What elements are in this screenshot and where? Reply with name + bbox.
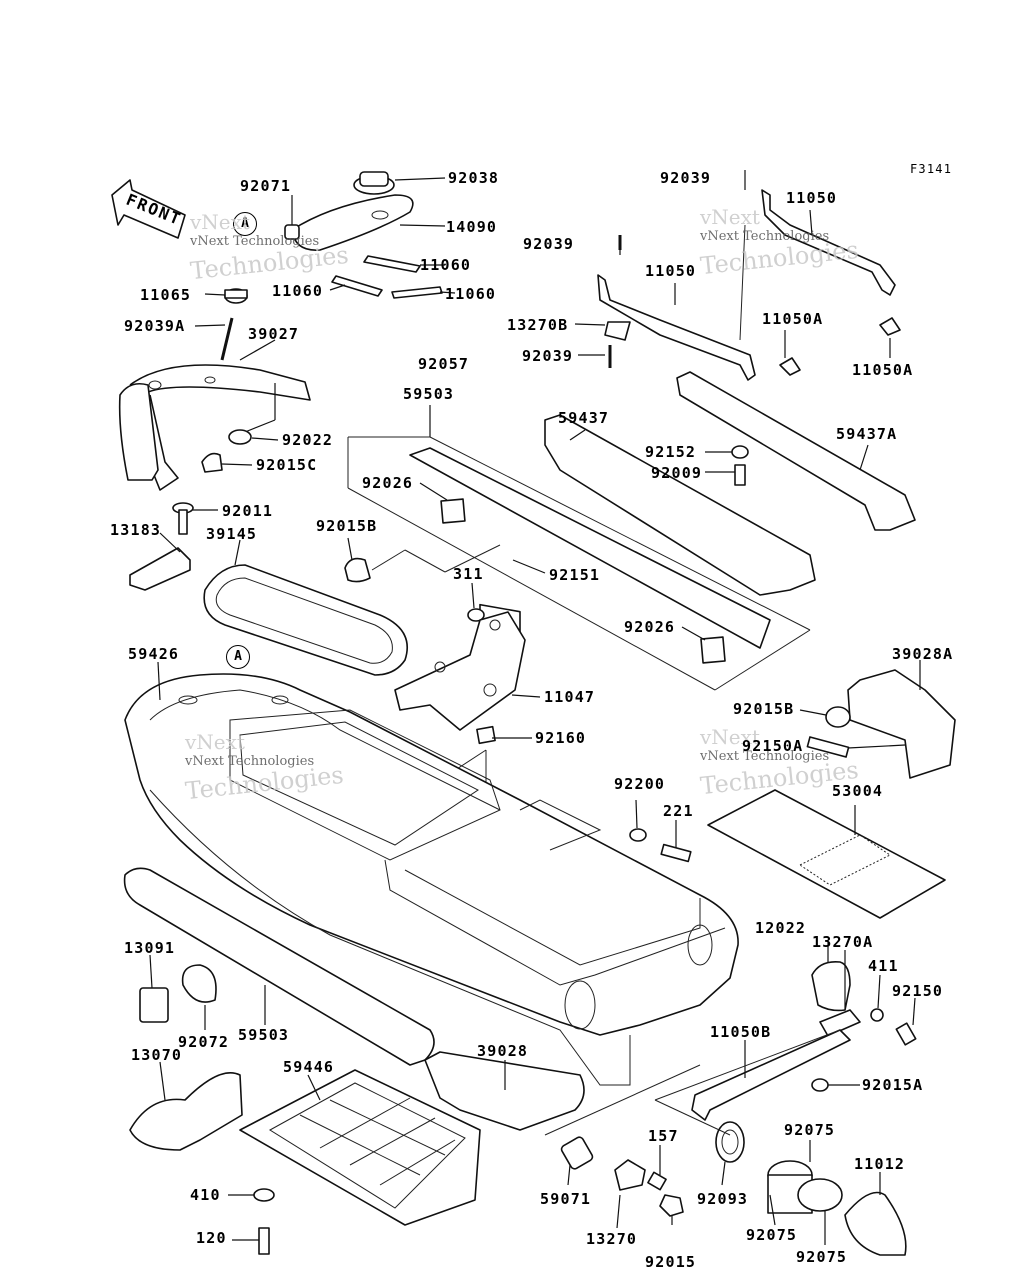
- part-label[interactable]: 59426: [128, 645, 180, 663]
- part-label[interactable]: 13183: [110, 521, 162, 539]
- part-label[interactable]: 92075: [796, 1248, 848, 1266]
- part-label[interactable]: 11050: [786, 189, 838, 207]
- part-label[interactable]: 11050B: [710, 1023, 772, 1041]
- part-label[interactable]: 39027: [248, 325, 300, 343]
- part-label[interactable]: 92015A: [862, 1076, 924, 1094]
- part-label[interactable]: 11060: [445, 285, 497, 303]
- part-11047-shape: [394, 611, 526, 731]
- part-label[interactable]: 13070: [131, 1046, 183, 1064]
- part-label[interactable]: 13270: [586, 1230, 638, 1248]
- part-label[interactable]: 92071: [240, 177, 292, 195]
- part-label[interactable]: 13270A: [812, 933, 874, 951]
- part-label[interactable]: 92150A: [742, 737, 804, 755]
- part-label[interactable]: 92160: [535, 729, 587, 747]
- part-label[interactable]: 13091: [124, 939, 176, 957]
- part-label[interactable]: 13270B: [507, 316, 569, 334]
- part-label[interactable]: 39028: [477, 1042, 529, 1060]
- part-label[interactable]: 11065: [140, 286, 192, 304]
- part-label[interactable]: 92075: [746, 1226, 798, 1244]
- part-label[interactable]: 92039: [523, 235, 575, 253]
- part-92071-shape: [284, 224, 300, 240]
- part-label[interactable]: 311: [453, 565, 484, 583]
- part-label[interactable]: 11012: [854, 1155, 906, 1173]
- part-13070-shape: [129, 1071, 243, 1151]
- part-label[interactable]: 92057: [418, 355, 470, 373]
- part-39028A-shape: [847, 669, 956, 779]
- part-label[interactable]: 92150: [892, 982, 944, 1000]
- ref-marker-a-hull: A: [226, 645, 250, 669]
- part-label[interactable]: 221: [663, 802, 694, 820]
- part-label[interactable]: 120: [196, 1229, 227, 1247]
- part-59503-lower-shape: [123, 867, 435, 1066]
- part-label[interactable]: 411: [868, 957, 899, 975]
- part-label[interactable]: 92011: [222, 502, 274, 520]
- part-label[interactable]: 92152: [645, 443, 697, 461]
- part-label[interactable]: 92200: [614, 775, 666, 793]
- figure-code: F3141: [910, 162, 953, 176]
- part-label[interactable]: 92075: [784, 1121, 836, 1139]
- part-59437A-shape: [676, 371, 916, 531]
- part-label[interactable]: 92039: [660, 169, 712, 187]
- part-label[interactable]: 92015B: [733, 700, 795, 718]
- part-label[interactable]: 59446: [283, 1058, 335, 1076]
- part-label[interactable]: 92022: [282, 431, 334, 449]
- part-53004-mat-shape: [707, 789, 946, 919]
- ref-marker-a-top: A: [233, 212, 257, 236]
- part-label[interactable]: 92015C: [256, 456, 318, 474]
- part-59426-hull-shape: [124, 673, 739, 1086]
- part-59503-upper-shape: [409, 447, 771, 649]
- part-label[interactable]: 11050A: [852, 361, 914, 379]
- part-label[interactable]: 11060: [420, 256, 472, 274]
- part-label[interactable]: 59071: [540, 1190, 592, 1208]
- part-label[interactable]: 12022: [755, 919, 807, 937]
- part-label[interactable]: 39028A: [892, 645, 954, 663]
- part-11050-upper-shape: [761, 189, 896, 296]
- part-11065-shape: [224, 288, 248, 304]
- part-59446-grate-shape: [239, 1069, 481, 1226]
- part-label[interactable]: 11047: [544, 688, 596, 706]
- part-label[interactable]: 92151: [549, 566, 601, 584]
- part-label[interactable]: 59437A: [836, 425, 898, 443]
- part-label[interactable]: 11050: [645, 262, 697, 280]
- part-label[interactable]: 92015B: [316, 517, 378, 535]
- part-label[interactable]: 157: [648, 1127, 679, 1145]
- part-label[interactable]: 14090: [446, 218, 498, 236]
- front-arrow-icon: [111, 179, 186, 239]
- part-92038-shape: [353, 171, 395, 195]
- part-label[interactable]: 11060: [272, 282, 324, 300]
- part-label[interactable]: 59503: [403, 385, 455, 403]
- part-label[interactable]: 92026: [624, 618, 676, 636]
- part-59437-shape: [544, 414, 816, 596]
- part-label[interactable]: 92026: [362, 474, 414, 492]
- part-label[interactable]: 59503: [238, 1026, 290, 1044]
- part-label[interactable]: 92015: [645, 1253, 697, 1271]
- part-label[interactable]: 39145: [206, 525, 258, 543]
- part-14090-shape: [291, 194, 414, 251]
- part-label[interactable]: 92072: [178, 1033, 230, 1051]
- part-label[interactable]: 59437: [558, 409, 610, 427]
- part-11050B-shape: [691, 1029, 851, 1121]
- part-label[interactable]: 11050A: [762, 310, 824, 328]
- part-label[interactable]: 92038: [448, 169, 500, 187]
- part-label[interactable]: 92039A: [124, 317, 186, 335]
- part-39145-shape: [203, 564, 408, 676]
- part-label[interactable]: 92009: [651, 464, 703, 482]
- part-label[interactable]: 92039: [522, 347, 574, 365]
- part-label[interactable]: 410: [190, 1186, 221, 1204]
- part-label[interactable]: 53004: [832, 782, 884, 800]
- part-label[interactable]: 92093: [697, 1190, 749, 1208]
